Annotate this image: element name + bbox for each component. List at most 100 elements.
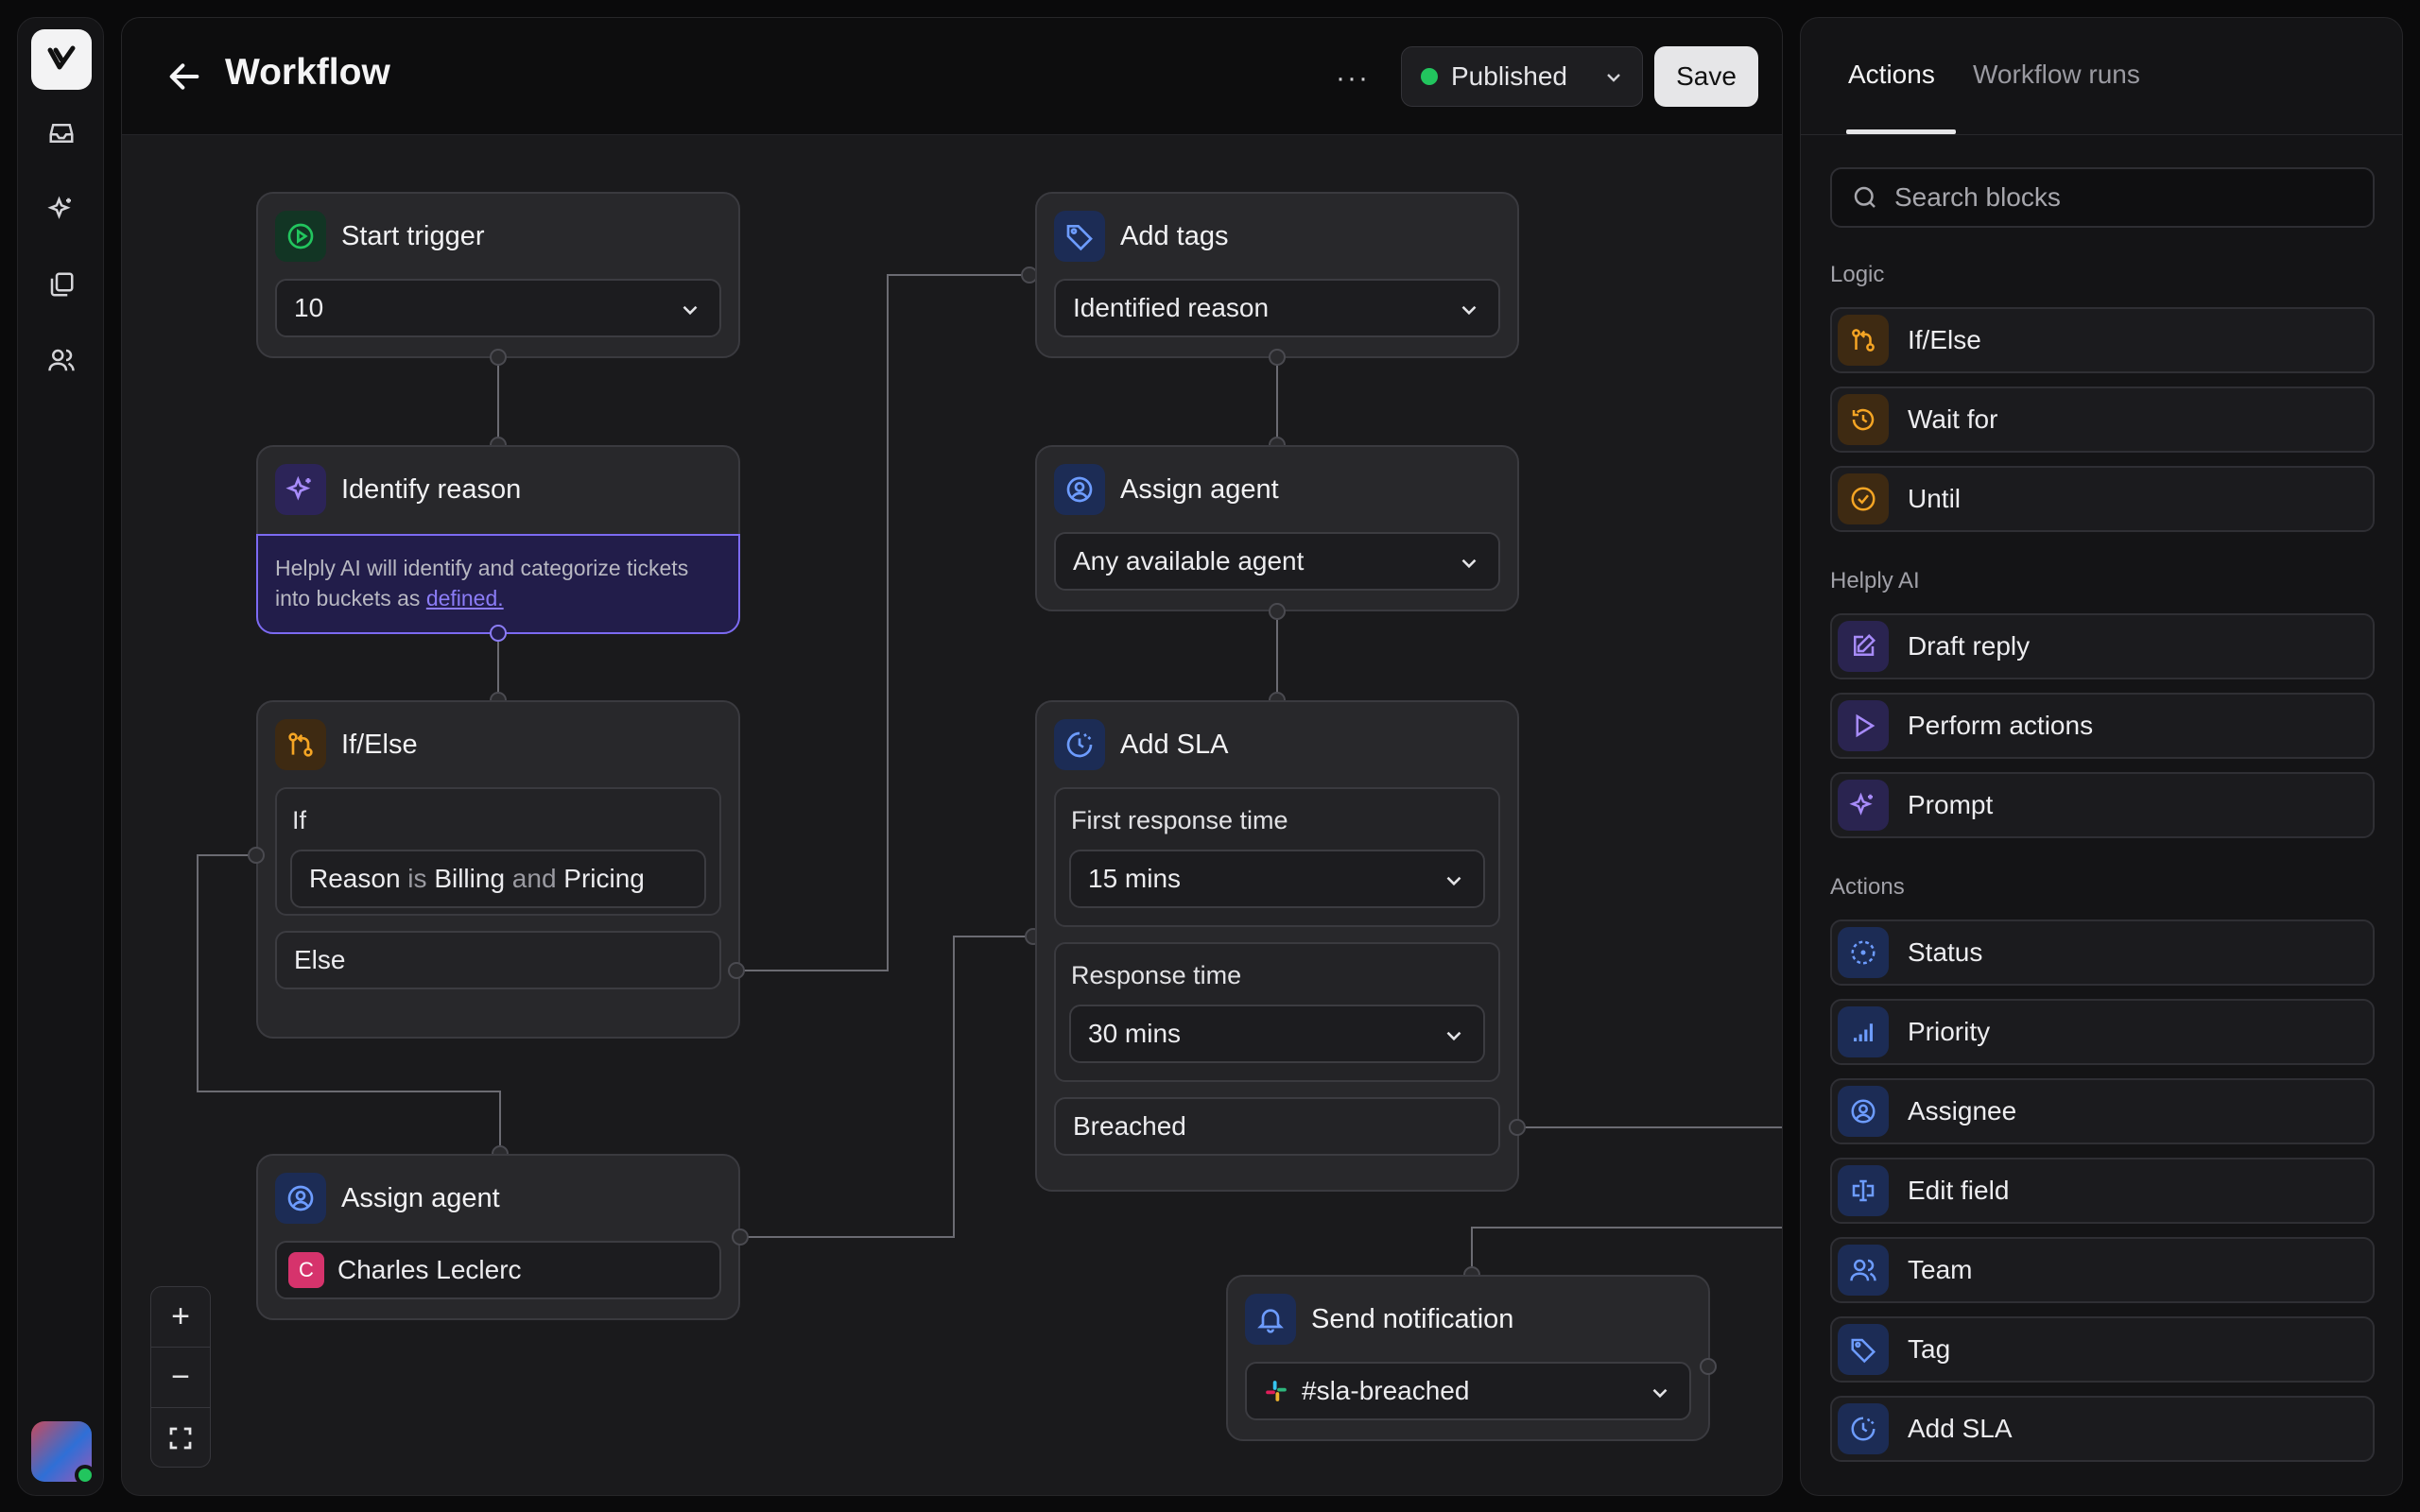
edge-else-tags [736,274,1029,971]
defined-link[interactable]: defined. [425,586,504,610]
response-time-label: Response time [1071,961,1242,989]
section-helply-ai-title: Helply AI [1830,568,1920,593]
block-prompt[interactable]: Prompt [1830,772,2375,838]
node-if-else[interactable]: If/Else If Reason is Billing and Pricing… [256,700,740,1039]
app-logo[interactable] [31,29,92,90]
library-nav[interactable] [39,262,84,307]
save-button[interactable]: Save [1654,46,1758,107]
logo-icon [47,45,76,70]
blocks-panel: Actions Workflow runs Search blocks Logi… [1800,17,2403,1496]
sparkles-icon [275,464,326,515]
if-label: If [292,806,307,834]
workflow-canvas[interactable]: Workflow ··· Published Save Start t [121,17,1783,1496]
block-label: Status [1908,937,1983,967]
first-response-label: First response time [1071,806,1288,834]
first-response-select[interactable]: 15 mins [1069,850,1485,908]
search-icon [1854,186,1876,208]
ai-description: Helply AI will identify and categorize t… [256,534,740,634]
block-label: Wait for [1908,404,1998,434]
node-start-trigger[interactable]: Start trigger 10 [256,192,740,358]
ai-nav[interactable] [39,186,84,232]
edit-icon [1838,621,1889,672]
clock-icon [1054,719,1105,770]
tab-actions[interactable]: Actions [1848,60,1935,89]
tags-value: Identified reason [1073,293,1270,322]
port-out[interactable] [1700,1358,1717,1375]
port-if-out[interactable] [248,847,265,864]
search-blocks-input[interactable]: Search blocks [1830,167,2375,228]
block-edit-field[interactable]: Edit field [1830,1158,2375,1224]
node-header: Assign agent [1054,464,1279,515]
node-send-notification[interactable]: Send notification #sla-breached [1226,1275,1710,1441]
node-header: Send notification [1245,1294,1513,1345]
block-wait-for[interactable]: Wait for [1830,387,2375,453]
back-button[interactable] [164,56,205,97]
condition-operator: is [407,864,427,893]
port-else-out[interactable] [728,962,745,979]
description-text: Helply AI will identify and categorize t… [275,556,689,610]
node-title: Send notification [1311,1303,1514,1334]
condition-conjunction: and [511,864,557,893]
port-breached-out[interactable] [1509,1119,1526,1136]
trigger-select[interactable]: 10 [275,279,721,337]
port-out[interactable] [1269,603,1286,620]
else-branch[interactable]: Else [275,931,721,989]
node-header: Add tags [1054,211,1228,262]
block-until[interactable]: Until [1830,466,2375,532]
port-out[interactable] [1269,349,1286,366]
zoom-controls: + − [150,1286,211,1468]
channel-value: #sla-breached [1302,1376,1470,1405]
node-add-sla[interactable]: Add SLA First response time 15 mins Resp… [1035,700,1519,1192]
node-header: Identify reason [275,464,521,515]
block-draft-reply[interactable]: Draft reply [1830,613,2375,679]
block-if-else[interactable]: If/Else [1830,307,2375,373]
page-title: Workflow [225,52,390,93]
block-tag[interactable]: Tag [1830,1316,2375,1383]
response-time-select[interactable]: 30 mins [1069,1005,1485,1063]
check-circle-icon [1838,473,1889,524]
block-team[interactable]: Team [1830,1237,2375,1303]
chevron-down-icon [1446,1031,1461,1041]
inbox-nav[interactable] [39,111,84,156]
node-header: If/Else [275,719,418,770]
trigger-value: 10 [294,293,324,322]
fit-view-button[interactable] [151,1408,210,1469]
user-avatar[interactable] [31,1421,95,1486]
users-nav[interactable] [39,337,84,383]
block-add-sla[interactable]: Add SLA [1830,1396,2375,1462]
edge-if-assign [197,854,501,1154]
status-dropdown[interactable]: Published [1401,46,1643,107]
play-icon [1838,700,1889,751]
node-assign-agent-right[interactable]: Assign agent Any available agent [1035,445,1519,611]
node-identify-reason[interactable]: Identify reason Helply AI will identify … [256,445,740,634]
tags-select[interactable]: Identified reason [1054,279,1500,337]
signal-bars-icon [1838,1006,1889,1057]
node-title: Assign agent [1120,473,1279,505]
status-label: Published [1451,61,1567,91]
zoom-out-button[interactable]: − [151,1348,210,1408]
response-time-group: Response time 30 mins [1054,942,1500,1082]
branch-icon [1838,315,1889,366]
channel-select[interactable]: #sla-breached [1245,1362,1691,1420]
port-out[interactable] [490,349,507,366]
tag-icon [1054,211,1105,262]
agent-select[interactable]: Any available agent [1054,532,1500,591]
block-priority[interactable]: Priority [1830,999,2375,1065]
else-label: Else [294,945,346,974]
node-assign-agent-left[interactable]: Assign agent C Charles Leclerc [256,1154,740,1320]
first-response-value: 15 mins [1088,864,1182,893]
block-status[interactable]: Status [1830,919,2375,986]
condition-pill[interactable]: Reason is Billing and Pricing [290,850,706,908]
port-out[interactable] [732,1228,749,1246]
breached-branch[interactable]: Breached [1054,1097,1500,1156]
more-options-button[interactable]: ··· [1336,62,1370,94]
chevron-down-icon [1652,1388,1668,1399]
node-add-tags[interactable]: Add tags Identified reason [1035,192,1519,358]
port-out[interactable] [490,625,507,642]
block-assignee[interactable]: Assignee [1830,1078,2375,1144]
if-branch[interactable]: If Reason is Billing and Pricing [275,787,721,916]
tab-workflow-runs[interactable]: Workflow runs [1973,60,2140,89]
zoom-in-button[interactable]: + [151,1287,210,1348]
agent-field[interactable]: C Charles Leclerc [275,1241,721,1299]
block-perform-actions[interactable]: Perform actions [1830,693,2375,759]
